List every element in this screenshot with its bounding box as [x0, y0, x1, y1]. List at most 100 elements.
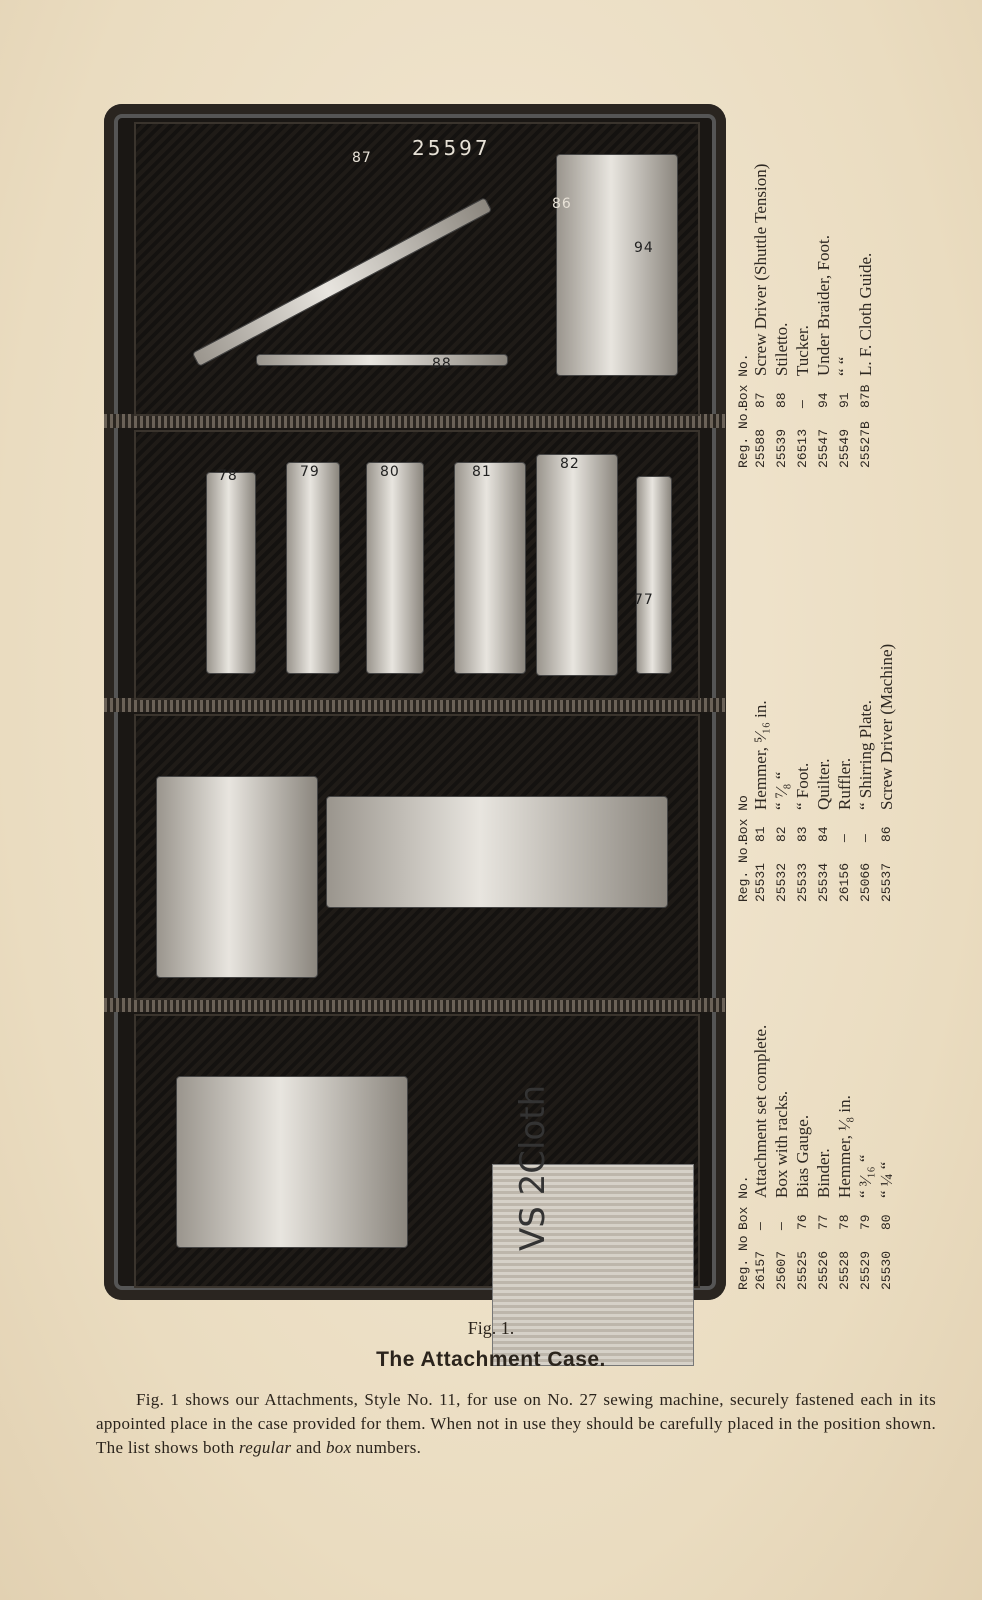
- paragraph-text: Fig. 1 shows our Attachments, Style No. …: [96, 1390, 936, 1457]
- reg-number: 25528: [837, 1250, 852, 1290]
- box-number: 78: [837, 1214, 852, 1230]
- case-compartment-ruffler: [134, 714, 700, 1000]
- box-number: —: [858, 834, 873, 842]
- header-reg-no: Reg. No.: [736, 405, 751, 468]
- box-number: 83: [795, 826, 810, 842]
- part-name: Stiletto.: [772, 322, 791, 376]
- part-name: Screw Driver (Machine): [877, 643, 896, 810]
- hemmer-image: [636, 476, 672, 674]
- paragraph-text: numbers.: [351, 1438, 422, 1457]
- paragraph-emphasis: regular: [238, 1438, 292, 1457]
- box-number: 79: [858, 1214, 873, 1230]
- ruffler-image: [326, 796, 668, 908]
- reg-number: 25526: [816, 1250, 831, 1290]
- parts-list-header: Reg. No Box No.: [736, 1025, 751, 1290]
- reg-number: 25533: [795, 862, 810, 902]
- box-number: 81: [753, 826, 768, 842]
- hemmer-image: [454, 462, 526, 674]
- attachment-case-photo: 25597 87 86 94 88 78 79 80 81 82 77: [104, 104, 726, 1366]
- parts-list-row: 26513 — Tucker.: [792, 164, 813, 468]
- figure-label: Fig. 1.: [467, 1318, 515, 1338]
- part-name: Ruffler.: [835, 757, 854, 810]
- part-name: Tucker.: [793, 325, 812, 376]
- case-compartment-tools: 25597 87 86 94 88: [134, 122, 700, 416]
- quilter-image: [156, 776, 318, 978]
- part-name: Hemmer, ¹⁄₈ in.: [835, 1095, 854, 1198]
- parts-list-row: 26156 — Ruffler.: [834, 644, 855, 902]
- reg-number: 25549: [837, 428, 852, 468]
- reg-number: 25588: [753, 428, 768, 468]
- header-box-no: Box No.: [736, 1175, 751, 1230]
- parts-list-row: 25547 94 Under Braider, Foot.: [813, 164, 834, 468]
- hemmer-image: [286, 462, 340, 674]
- screw-driver-image: [191, 197, 493, 367]
- part-number-label: 78: [218, 468, 238, 484]
- box-number: 76: [795, 1214, 810, 1230]
- box-number: 88: [774, 392, 789, 408]
- reg-number: 26157: [753, 1250, 768, 1290]
- box-number: 91: [837, 392, 852, 408]
- box-number: 87: [753, 392, 768, 408]
- header-reg-no: Reg. No.: [736, 839, 751, 902]
- box-number: 84: [816, 826, 831, 842]
- part-name: Bias Gauge.: [793, 1114, 812, 1198]
- parts-list-column-1: Reg. No Box No. 26157—Attachment set com…: [736, 1025, 897, 1290]
- stiletto-image: [256, 354, 508, 366]
- part-number-label: 87: [352, 150, 372, 166]
- parts-list-row: 25539 88 Stiletto.: [771, 164, 792, 468]
- box-number: —: [774, 1222, 789, 1230]
- box-number: 80: [879, 1214, 894, 1230]
- reg-number: 25539: [774, 428, 789, 468]
- part-number-label: 81: [472, 464, 492, 480]
- cloth-card: VS 2Cloth: [492, 1085, 694, 1366]
- part-name: Under Braider, Foot.: [814, 235, 833, 376]
- parts-list-row: 26157—Attachment set complete.: [750, 1025, 771, 1290]
- reg-number: 26156: [837, 862, 852, 902]
- box-number: 94: [816, 392, 831, 408]
- part-name: Screw Driver (Shuttle Tension): [751, 163, 770, 376]
- header-box-no: Box No.: [736, 353, 751, 408]
- part-name: Box with racks.: [772, 1090, 791, 1198]
- reg-number: 25537: [879, 862, 894, 902]
- case-compartment-hemmers: 78 79 80 81 82 77: [134, 430, 700, 700]
- reg-number: 25547: [816, 428, 831, 468]
- parts-list-row: 25066 — “ Shirring Plate.: [855, 644, 876, 902]
- description-paragraph: Fig. 1 shows our Attachments, Style No. …: [96, 1388, 936, 1460]
- part-number-label: 80: [380, 464, 400, 480]
- part-number-label: 77: [634, 592, 654, 608]
- under-braider-image: [556, 154, 678, 376]
- case-hinge: [104, 698, 726, 712]
- reg-number: 25529: [858, 1250, 873, 1290]
- part-name: L. F. Cloth Guide.: [856, 252, 875, 376]
- box-number: —: [837, 834, 852, 842]
- part-number-label: 88: [432, 356, 452, 372]
- hemmer-image: [366, 462, 424, 674]
- part-number-label: 86: [552, 196, 572, 212]
- box-number: —: [753, 1222, 768, 1230]
- parts-list-row: 25588 87 Screw Driver (Shuttle Tension): [750, 164, 771, 468]
- reg-number: 25066: [858, 862, 873, 902]
- page-title: The Attachment Case.: [376, 1348, 606, 1371]
- reg-number: 25607: [774, 1250, 789, 1290]
- box-number: 86: [879, 826, 894, 842]
- case-hinge: [104, 998, 726, 1012]
- parts-list-header: Reg. No. Box No: [736, 644, 751, 902]
- box-number: —: [795, 400, 810, 408]
- reg-number: 25532: [774, 862, 789, 902]
- case-hinge: [104, 414, 726, 428]
- reg-number: 26513: [795, 428, 810, 468]
- case-number: 25597: [412, 136, 491, 160]
- parts-list-row: 25528 78 Hemmer, ¹⁄₈ in.: [834, 1025, 855, 1290]
- part-name: “ Shirring Plate.: [856, 699, 875, 810]
- box-number: 77: [816, 1214, 831, 1230]
- reg-number: 25534: [816, 862, 831, 902]
